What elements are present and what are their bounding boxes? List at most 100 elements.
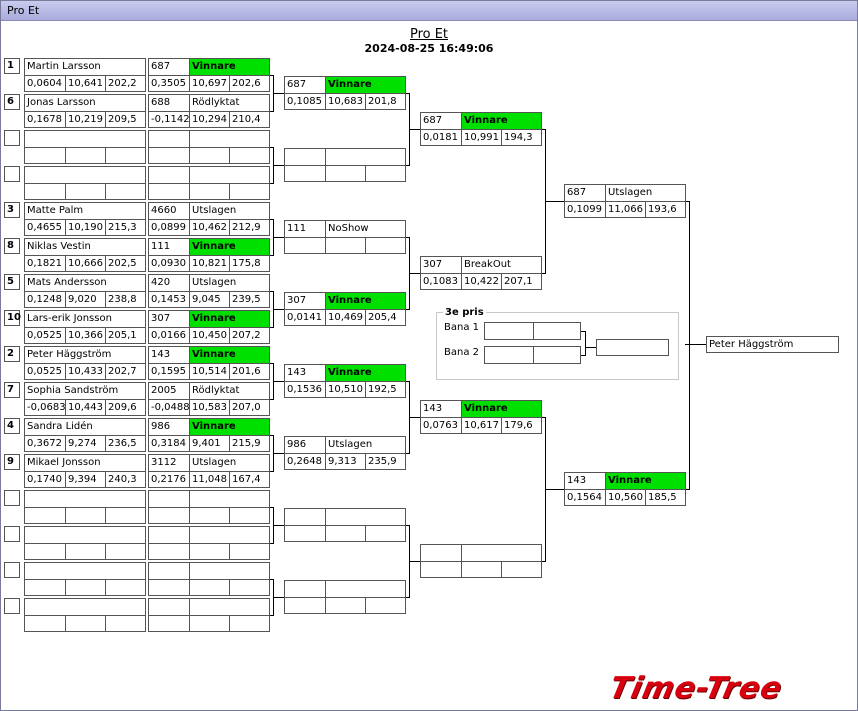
driver-box[interactable]: [24, 490, 146, 524]
driver-name: [25, 563, 145, 579]
speed: 212,9: [229, 219, 269, 235]
connector: [270, 219, 274, 220]
connector: [406, 381, 410, 382]
elapsed-time: [65, 579, 105, 595]
reaction-time: 0,3184: [149, 435, 189, 451]
car-number: [149, 491, 189, 507]
speed: [229, 543, 269, 559]
round3-result-box[interactable]: [420, 544, 542, 578]
elapsed-time: [65, 543, 105, 559]
elapsed-time: 9,045: [189, 291, 229, 307]
elapsed-time: 10,514: [189, 363, 229, 379]
status-label: NoShow: [325, 221, 405, 237]
window-title: Pro Et: [7, 4, 40, 17]
third-prize-lane2-box[interactable]: [484, 346, 581, 364]
driver-box[interactable]: [24, 130, 146, 164]
elapsed-time: 10,190: [65, 219, 105, 235]
driver-box[interactable]: [24, 598, 146, 632]
car-number: [149, 131, 189, 147]
connector: [270, 75, 274, 76]
speed: [365, 237, 405, 253]
reaction-time: [25, 579, 65, 595]
elapsed-time: 10,450: [189, 327, 229, 343]
car-number: [149, 527, 189, 543]
speed: [229, 615, 269, 631]
connector: [270, 579, 274, 580]
reaction-time: 0,1595: [149, 363, 189, 379]
reaction-time: [149, 543, 189, 559]
reaction-time: 0,0141: [285, 309, 325, 325]
round2-result-box[interactable]: [284, 148, 406, 182]
driver-box[interactable]: [24, 166, 146, 200]
seed-number: [4, 166, 20, 182]
driver-box[interactable]: [24, 526, 146, 560]
status-label: BreakOut: [461, 257, 541, 273]
seed-number: [4, 598, 20, 614]
round1-result-box[interactable]: [148, 490, 270, 524]
round1-result-box[interactable]: [148, 130, 270, 164]
connector: [273, 597, 284, 598]
round1-result-box[interactable]: [148, 598, 270, 632]
connector: [273, 525, 284, 526]
driver-box[interactable]: [24, 562, 146, 596]
connector: [406, 597, 410, 598]
round2-result-box[interactable]: [284, 580, 406, 614]
lane2-input[interactable]: [485, 347, 533, 363]
round1-result-box[interactable]: [148, 166, 270, 200]
round1-result-box[interactable]: [148, 526, 270, 560]
connector: [409, 417, 420, 418]
speed: [229, 147, 269, 163]
round2-result-box[interactable]: [284, 508, 406, 542]
connector: [406, 165, 410, 166]
elapsed-time: [325, 597, 365, 613]
car-number: 143: [567, 475, 587, 486]
lane1-input[interactable]: [485, 323, 533, 339]
speed: [501, 561, 541, 577]
connector: [409, 561, 420, 562]
car-number: 420: [151, 277, 171, 288]
status-label: Utslagen: [189, 203, 269, 219]
driver-name: [25, 599, 145, 615]
connector: [270, 183, 274, 184]
reaction-time: 0,4655: [25, 219, 65, 235]
speed: 209,5: [105, 111, 145, 127]
third-prize-lane1-box[interactable]: [484, 322, 581, 340]
round1-result-box[interactable]: [148, 562, 270, 596]
speed: 236,5: [105, 435, 145, 451]
connector: [542, 417, 546, 418]
reaction-time: [421, 561, 461, 577]
connector: [685, 344, 706, 345]
seed-number: 4: [4, 418, 20, 434]
reaction-time: 0,0181: [421, 129, 461, 145]
